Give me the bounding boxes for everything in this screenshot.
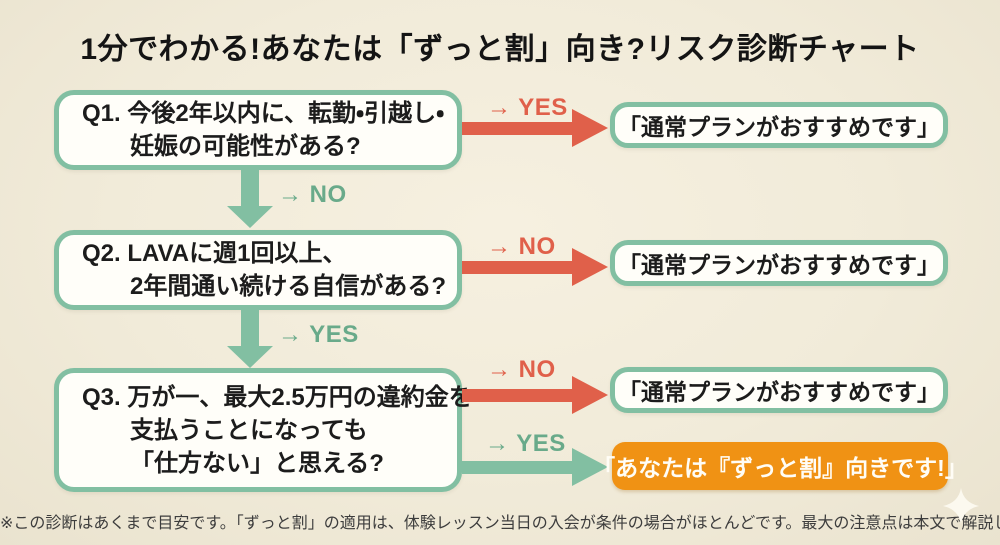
page-title: 1分でわかる!あなたは「ずっと割」向き?リスク診断チャート — [80, 33, 920, 66]
result-box-zutto-wari: 「あなたは『ずっと割』向きです!」 — [592, 442, 968, 490]
q1-text-line2: 妊娠の可能性がある? — [130, 133, 361, 160]
edge-label-q2-yes: → YES — [278, 321, 359, 348]
sparkle-icon — [943, 488, 979, 524]
arrow-q3-yes-head — [572, 448, 608, 486]
arrow-q2-yes — [241, 310, 259, 348]
arrow-q2-no — [462, 261, 574, 274]
footnote: ※この診断はあくまで目安です。「ずっと割」の適用は、体験レッスン当日の入会が条件… — [0, 515, 1000, 532]
arrow-q1-yes-head — [572, 109, 608, 147]
arrow-q2-no-head — [572, 248, 608, 286]
q2-text-line1: Q2. LAVAに週1回以上、 — [82, 240, 347, 267]
arrow-q3-no-head — [572, 376, 608, 414]
arrow-q3-yes — [462, 461, 574, 474]
q1-text-line1: Q1. 今後2年以内に、転勤・引越し・ — [82, 100, 445, 127]
question-box-q2: Q2. LAVAに週1回以上、 2年間通い続ける自信がある? — [54, 230, 462, 310]
q3-text-line2: 支払うことになっても — [130, 416, 368, 444]
arrow-q3-no — [462, 389, 574, 402]
arrow-q1-yes — [462, 122, 574, 135]
question-box-q1: Q1. 今後2年以内に、転勤・引越し・ 妊娠の可能性がある? — [54, 90, 462, 170]
arrow-q1-no — [241, 170, 259, 208]
edge-label-q2-no: → NO — [487, 233, 556, 260]
result-box-normal-plan-1: 「通常プランがおすすめです」 — [610, 102, 948, 148]
arrow-q1-no-head — [227, 206, 273, 228]
edge-label-q3-yes: → YES — [485, 430, 566, 457]
q2-text-line2: 2年間通い続ける自信がある? — [130, 273, 447, 300]
result-box-normal-plan-2: 「通常プランがおすすめです」 — [610, 240, 948, 286]
edge-label-q3-no: → NO — [487, 356, 556, 383]
edge-label-q1-no: → NO — [278, 181, 347, 208]
q3-text-line3: 「仕方ない」と思える? — [130, 449, 384, 477]
question-box-q3: Q3. 万が一、最大2.5万円の違約金を 支払うことになっても 「仕方ない」と思… — [54, 368, 473, 492]
arrow-q2-yes-head — [227, 346, 273, 368]
q3-text-line1: Q3. 万が一、最大2.5万円の違約金を — [82, 383, 473, 411]
result-box-normal-plan-3: 「通常プランがおすすめです」 — [610, 367, 948, 413]
edge-label-q1-yes: → YES — [487, 94, 568, 121]
